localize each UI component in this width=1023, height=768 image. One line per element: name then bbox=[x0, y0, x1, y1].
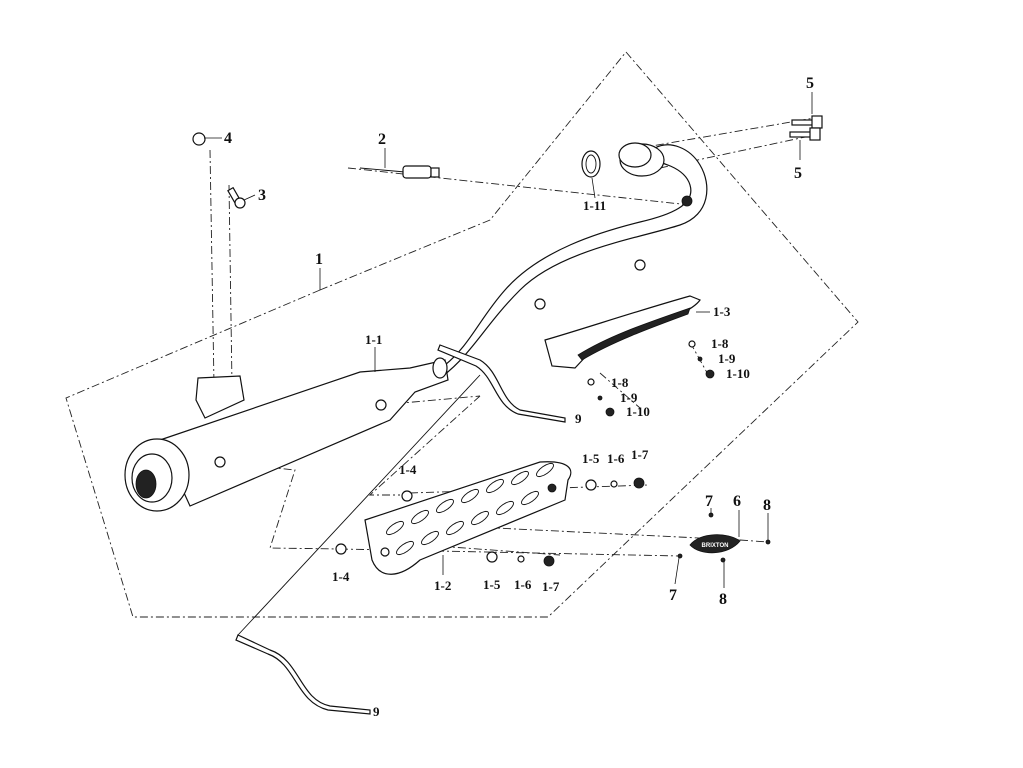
nut-1-7-upper bbox=[633, 477, 645, 489]
label-1-10-left: 1-10 bbox=[626, 404, 650, 419]
part-leaders bbox=[204, 92, 813, 588]
label-3: 3 bbox=[258, 187, 266, 204]
label-1-11: 1-11 bbox=[583, 198, 606, 213]
label-1-6-lower: 1-6 bbox=[514, 577, 532, 592]
label-8-upper: 8 bbox=[763, 497, 771, 514]
header-heat-shield bbox=[544, 295, 701, 369]
bolt-1-10-right bbox=[705, 369, 715, 379]
nut-4 bbox=[192, 132, 206, 146]
part-labels: 1 2 3 4 5 5 6 7 7 8 8 9 9 1-1 1-2 1-3 1-… bbox=[224, 75, 814, 719]
label-9-lower: 9 bbox=[373, 704, 380, 719]
label-1-9-left: 1-9 bbox=[620, 390, 638, 405]
label-1-9-right: 1-9 bbox=[718, 351, 736, 366]
bolt-1-10-left bbox=[605, 407, 615, 417]
washer-1-4-upper bbox=[401, 490, 413, 502]
gasket-ring bbox=[581, 150, 601, 178]
label-1-4-upper: 1-4 bbox=[399, 462, 417, 477]
label-1-7-lower: 1-7 bbox=[542, 579, 560, 594]
label-1-8-left: 1-8 bbox=[611, 375, 629, 390]
bolt-3-head bbox=[234, 197, 246, 209]
muffler bbox=[124, 357, 449, 512]
label-1-5-lower: 1-5 bbox=[483, 577, 501, 592]
label-2: 2 bbox=[378, 131, 386, 148]
washer-1-9-left bbox=[597, 395, 603, 401]
washer-1-4-lower bbox=[335, 543, 347, 555]
bolt-5-upper bbox=[791, 119, 815, 126]
washer-1-9-right bbox=[697, 356, 703, 362]
label-6: 6 bbox=[733, 493, 741, 510]
label-1-10-right: 1-10 bbox=[726, 366, 750, 381]
washer-1-8-right bbox=[688, 340, 696, 348]
label-9-upper: 9 bbox=[575, 411, 582, 426]
label-1: 1 bbox=[315, 251, 323, 268]
nut-1-7-lower bbox=[543, 555, 555, 567]
brand-emblem: BRIXTON bbox=[689, 534, 741, 554]
fastener-8-lower bbox=[720, 557, 726, 563]
muffler-heat-shield bbox=[364, 461, 572, 575]
washer-1-8-left bbox=[587, 378, 595, 386]
label-1-3: 1-3 bbox=[713, 304, 731, 319]
spacer-1-6-upper bbox=[610, 480, 618, 488]
washer-1-5-lower bbox=[486, 551, 498, 563]
oxygen-sensor bbox=[359, 165, 440, 179]
header-pipe bbox=[429, 142, 708, 386]
label-7-upper: 7 bbox=[705, 493, 713, 510]
label-1-1: 1-1 bbox=[365, 332, 382, 347]
spacer-1-6-lower bbox=[517, 555, 525, 563]
bolt-5-upper-head bbox=[811, 115, 823, 129]
label-4: 4 bbox=[224, 130, 232, 147]
fasteners bbox=[192, 115, 823, 567]
washer-1-5-upper bbox=[585, 479, 597, 491]
label-8-lower: 8 bbox=[719, 591, 727, 608]
emblem-text: BRIXTON bbox=[702, 543, 729, 549]
bolt-5-lower bbox=[789, 131, 813, 138]
gasket-ring-inner bbox=[585, 154, 597, 174]
label-7-lower: 7 bbox=[669, 587, 677, 604]
label-5-upper: 5 bbox=[806, 75, 814, 92]
label-1-7-upper: 1-7 bbox=[631, 447, 649, 462]
fastener-8-upper bbox=[765, 539, 771, 545]
bolt-5-lower-head bbox=[809, 127, 821, 141]
label-1-4-lower: 1-4 bbox=[332, 569, 350, 584]
label-5-lower: 5 bbox=[794, 165, 802, 182]
assembly-boundary bbox=[65, 51, 859, 618]
label-1-8-right: 1-8 bbox=[711, 336, 729, 351]
label-1-2: 1-2 bbox=[434, 578, 451, 593]
cables bbox=[235, 344, 566, 715]
label-1-6-upper: 1-6 bbox=[607, 451, 625, 466]
fastener-7-lower bbox=[677, 553, 683, 559]
label-1-5-upper: 1-5 bbox=[582, 451, 600, 466]
